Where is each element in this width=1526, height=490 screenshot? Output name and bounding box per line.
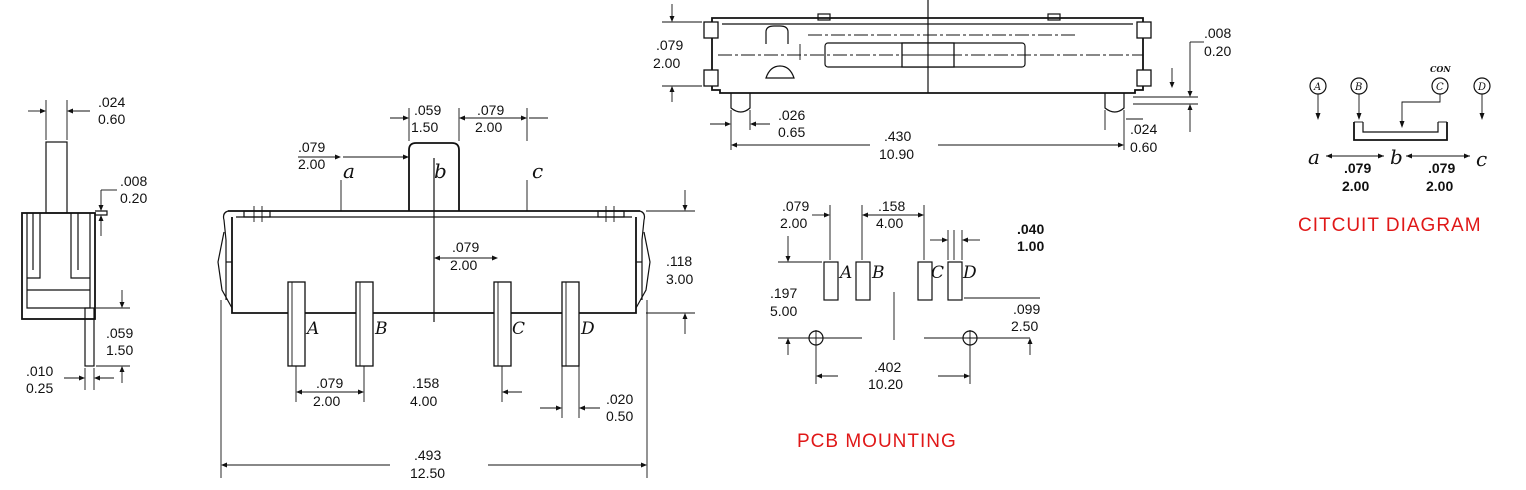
circuit-dim-1: .079	[1344, 160, 1371, 176]
dim-pcb-3: .040	[1017, 221, 1044, 237]
dim-front-b-c: .079	[477, 102, 504, 118]
dim-pcb-1: .079	[782, 198, 809, 214]
circuit-label-a: a	[1308, 145, 1320, 169]
front-label-D: D	[580, 319, 595, 339]
side-view: .024 0.60 .008 0.20 .059 1.50 .010 0.25	[21, 94, 147, 396]
dim-top-width: .430	[884, 128, 911, 144]
front-label-c: c	[532, 159, 543, 183]
dim-side-2-mm: 0.20	[120, 190, 147, 206]
dim-pcb-1-mm: 2.00	[780, 215, 807, 231]
pcb-label-D: D	[962, 263, 977, 283]
dim-pcb-5-mm: 2.50	[1011, 318, 1038, 334]
dim-side-4-mm: 0.25	[26, 380, 53, 396]
circuit-label-b: b	[1390, 145, 1403, 169]
front-view: a b c A B C D .079 2.00 .059 1.50 .079 2…	[217, 102, 695, 481]
dim-side-1-mm: 0.60	[98, 111, 125, 127]
dim-side-4: .010	[26, 363, 53, 379]
dim-pcb-6-mm: 10.20	[868, 376, 903, 392]
dim-pcb-2: .158	[878, 198, 905, 214]
dim-side-3-mm: 1.50	[106, 342, 133, 358]
dim-front-top-left-mm: 2.00	[298, 156, 325, 172]
dim-front-ab-mm: 2.00	[313, 393, 340, 409]
dim-front-bc-mm: 4.00	[410, 393, 437, 409]
front-label-a: a	[343, 159, 355, 183]
dim-front-mid-mm: 2.00	[450, 257, 477, 273]
circuit-diagram-title: CITCUIT DIAGRAM	[1298, 215, 1482, 236]
pcb-mounting-title: PCB MOUNTING	[797, 431, 957, 452]
dim-pcb-4-mm: 5.00	[770, 303, 797, 319]
dim-top-right-mm: 0.20	[1204, 43, 1231, 59]
front-pins	[287, 281, 580, 367]
dim-top-left-mm: 0.65	[778, 124, 805, 140]
circuit-pin-C: C	[1436, 82, 1444, 93]
dim-side-1: .024	[98, 94, 125, 110]
dim-front-ab: .079	[316, 375, 343, 391]
pcb-mounting: A B C D .079 2.00 .158 4.00 .040 1.00	[770, 198, 1044, 452]
dim-pcb-6: .402	[874, 359, 901, 375]
circuit-dim-1-mm: 2.00	[1342, 178, 1369, 194]
dim-front-b-c-mm: 2.00	[475, 119, 502, 135]
dim-top-height-mm: 2.00	[653, 55, 680, 71]
dim-pcb-4: .197	[770, 285, 797, 301]
pcb-label-C: C	[931, 263, 944, 283]
pcb-label-A: A	[838, 263, 852, 283]
dim-top-width-mm: 10.90	[879, 146, 914, 162]
circuit-pin-D: D	[1477, 82, 1486, 93]
dim-front-height-mm: 3.00	[666, 271, 693, 287]
dim-pcb-5: .099	[1013, 301, 1040, 317]
dim-top-rr-mm: 0.60	[1130, 139, 1157, 155]
circuit-label-c: c	[1476, 147, 1487, 171]
circuit-con-label: CON	[1430, 64, 1451, 74]
dim-front-b-width: .059	[414, 102, 441, 118]
dim-front-total: .493	[414, 447, 441, 463]
dim-front-bc: .158	[412, 375, 439, 391]
top-view: .079 2.00 .008 0.20 .026 0.65 .430 10.90	[653, 0, 1231, 162]
dim-front-pin-mm: 0.50	[606, 408, 633, 424]
front-label-A: A	[305, 319, 319, 339]
dim-side-3: .059	[106, 325, 133, 341]
dim-front-b-width-mm: 1.50	[411, 119, 438, 135]
circuit-pin-B: B	[1354, 82, 1362, 93]
front-label-B: B	[374, 319, 388, 339]
pcb-label-B: B	[871, 263, 885, 283]
circuit-diagram: A B C D CON a b c .079 2.00 .079 2.00 CI…	[1298, 64, 1491, 236]
dim-top-right: .008	[1204, 25, 1231, 41]
front-label-b: b	[434, 159, 447, 183]
dim-pcb-3-mm: 1.00	[1017, 238, 1044, 254]
dim-front-top-left: .079	[298, 139, 325, 155]
circuit-dim-2-mm: 2.00	[1426, 178, 1453, 194]
dim-front-total-mm: 12.50	[410, 465, 445, 481]
circuit-dim-2: .079	[1428, 160, 1455, 176]
dim-top-height: .079	[656, 37, 683, 53]
front-label-C: C	[512, 319, 525, 339]
dim-front-pin: .020	[606, 391, 633, 407]
dim-side-2: .008	[120, 173, 147, 189]
dim-front-height: .118	[666, 253, 692, 269]
dim-front-mid: .079	[452, 239, 479, 255]
dim-top-rr: .024	[1130, 121, 1157, 137]
dim-pcb-2-mm: 4.00	[876, 215, 903, 231]
circuit-pin-A: A	[1313, 82, 1321, 93]
dim-top-left: .026	[778, 107, 805, 123]
